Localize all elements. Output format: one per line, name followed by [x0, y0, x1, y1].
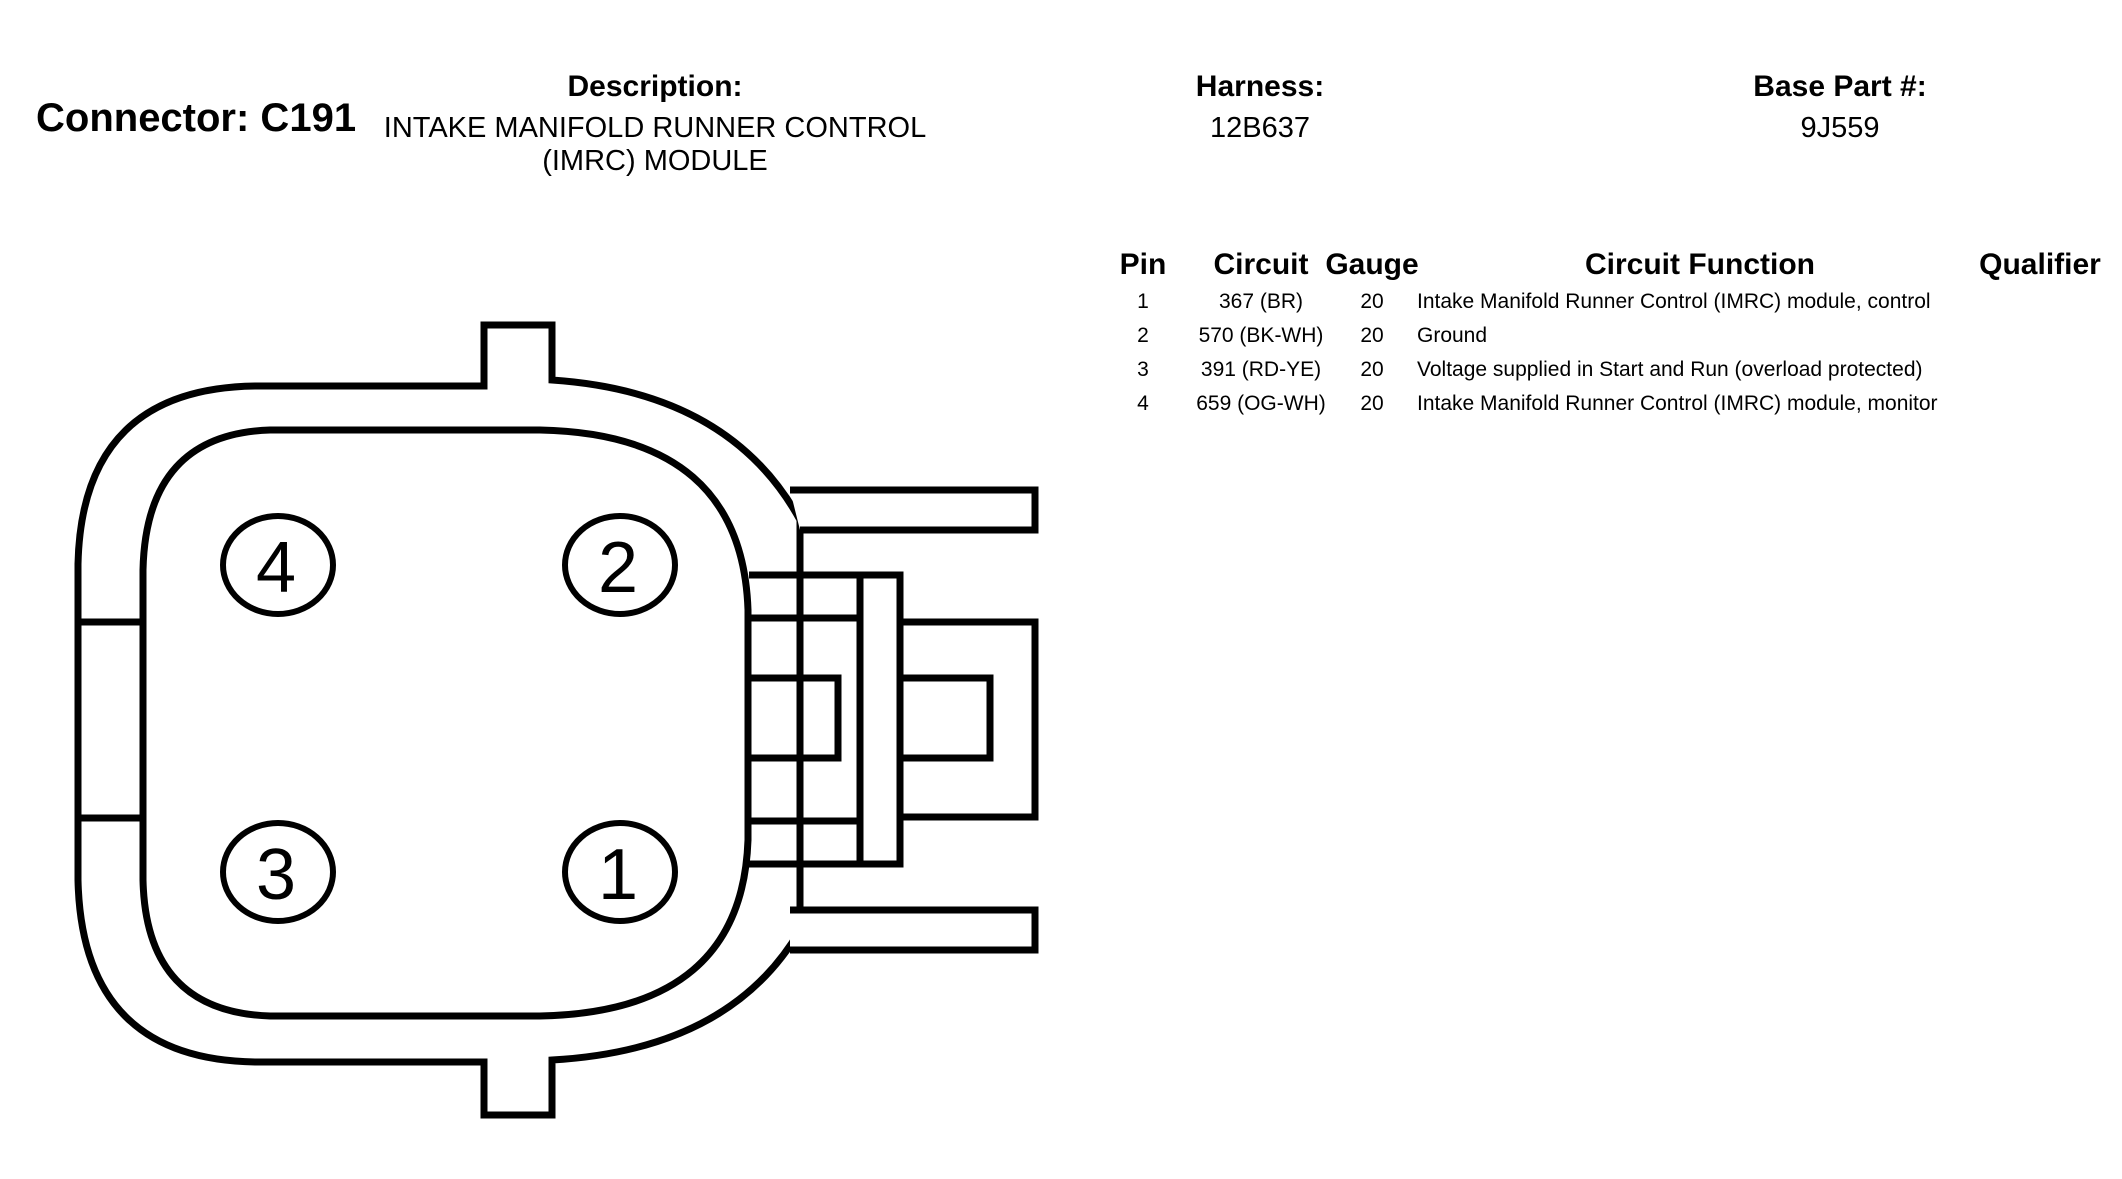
pin-number: 3 — [1137, 358, 1149, 381]
latch-tip — [900, 674, 994, 762]
pin-label-2: 2 — [598, 528, 638, 608]
column-header-gauge: Gauge — [1325, 248, 1419, 281]
latch-arm — [900, 618, 1039, 821]
pin-label-3: 3 — [256, 835, 296, 915]
description-value: INTAKE MANIFOLD RUNNER CONTROL (IMRC) MO… — [383, 112, 927, 177]
circuit-function: Voltage supplied in Start and Run (overl… — [1417, 358, 1923, 381]
table-row: 3 391 (RD-YE) 20 Voltage supplied in Sta… — [0, 358, 2122, 392]
column-header-circuit: Circuit — [1213, 248, 1309, 281]
latch-body-outer — [749, 571, 904, 868]
wire-gauge: 20 — [1360, 290, 1384, 313]
circuit-code: 570 (BK-WH) — [1198, 324, 1324, 347]
column-header-pin: Pin — [1119, 248, 1167, 281]
latch-rail-upper — [790, 486, 1039, 534]
circuit-function: Ground — [1417, 324, 1488, 347]
column-header-qualifier: Qualifier — [1979, 248, 2101, 281]
column-header-circuit-function: Circuit Function — [1585, 248, 1815, 281]
base-part-label: Base Part #: — [1753, 70, 1927, 103]
pin-cavity-4 — [220, 513, 336, 617]
connector-face-diagram: 4 2 3 1 — [74, 321, 1039, 1119]
circuit-code: 659 (OG-WH) — [1196, 392, 1326, 415]
pin-cavity-3 — [220, 820, 336, 924]
pin-number: 4 — [1137, 392, 1149, 415]
pin-cavity-1 — [562, 820, 678, 924]
base-part-value: 9J559 — [1800, 112, 1880, 144]
pin-cavity-2 — [562, 513, 678, 617]
latch-body-inner — [749, 614, 860, 825]
pin-number: 2 — [1137, 324, 1149, 347]
pin-label-4: 4 — [256, 528, 296, 608]
latch-rail-lower — [790, 906, 1039, 954]
circuit-code: 367 (BR) — [1218, 290, 1304, 313]
table-row: 2 570 (BK-WH) 20 Ground — [0, 324, 2122, 358]
wire-gauge: 20 — [1360, 392, 1384, 415]
circuit-function: Intake Manifold Runner Control (IMRC) mo… — [1417, 392, 1938, 415]
connector-outer-housing — [74, 321, 804, 1119]
circuit-code: 391 (RD-YE) — [1200, 358, 1322, 381]
circuit-function: Intake Manifold Runner Control (IMRC) mo… — [1417, 290, 1931, 313]
latch-release-button — [749, 674, 842, 762]
description-label: Description: — [567, 70, 743, 103]
table-row: 4 659 (OG-WH) 20 Intake Manifold Runner … — [0, 392, 2122, 426]
table-row: 1 367 (BR) 20 Intake Manifold Runner Con… — [0, 290, 2122, 324]
harness-value: 12B637 — [1210, 112, 1310, 144]
connector-inner-face — [139, 426, 752, 1020]
connector-title: Connector: C191 — [36, 96, 357, 140]
pin-number: 1 — [1137, 290, 1149, 313]
wire-gauge: 20 — [1360, 324, 1384, 347]
wire-gauge: 20 — [1360, 358, 1384, 381]
pin-label-1: 1 — [598, 835, 638, 915]
harness-label: Harness: — [1195, 70, 1325, 103]
